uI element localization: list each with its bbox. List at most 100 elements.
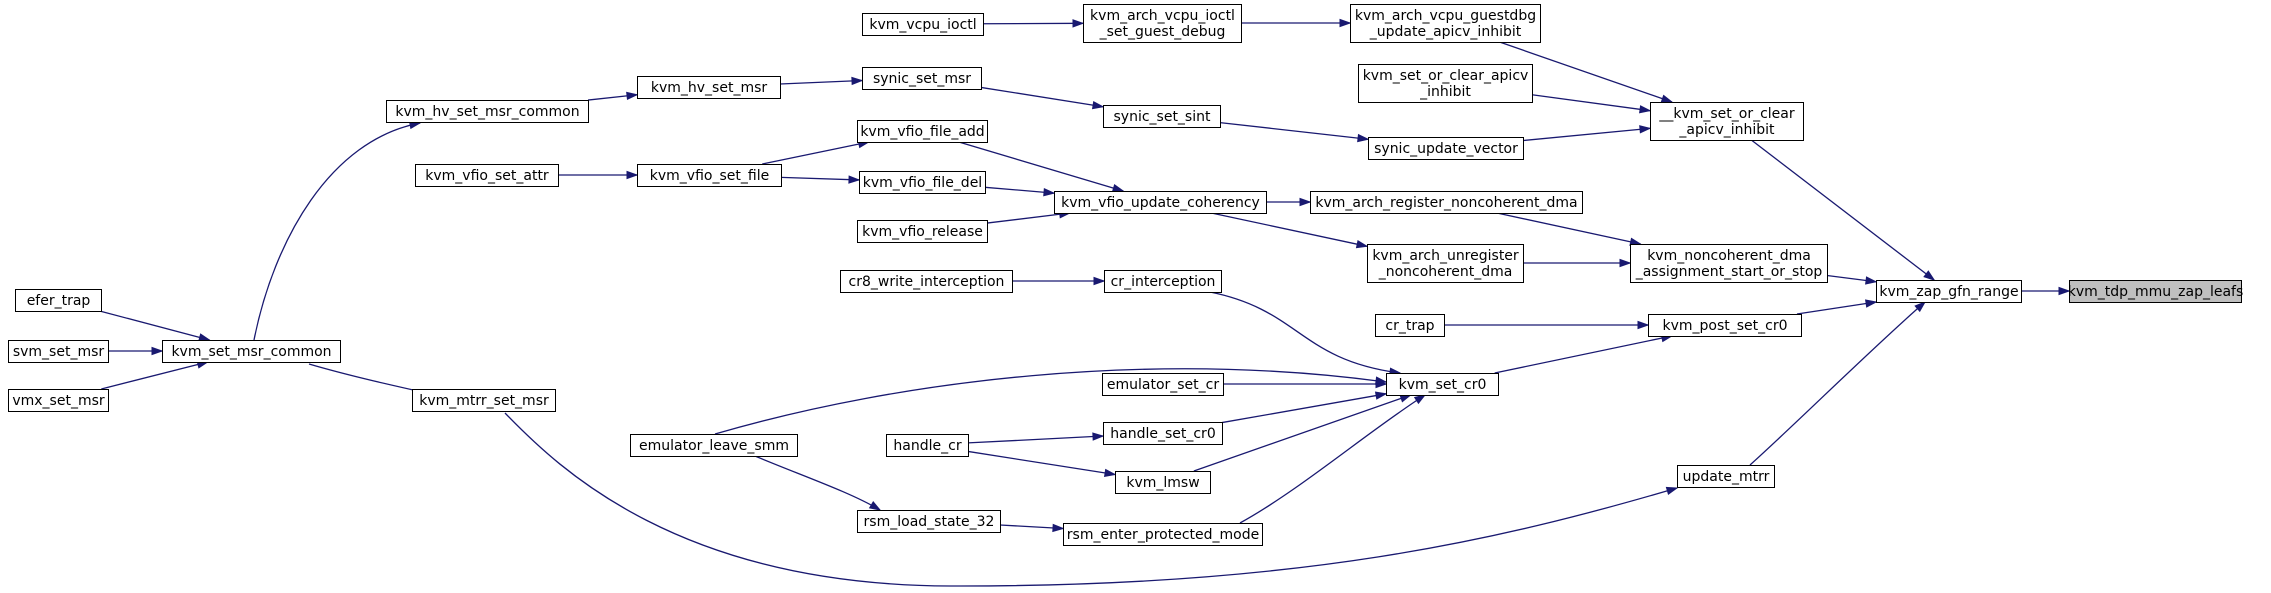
- edge-vfio_update_coherency-to-register_nc: [1266, 197, 1312, 207]
- node-handle_cr[interactable]: handle_cr: [886, 434, 969, 457]
- node-noncoherent[interactable]: kvm_noncoherent_dma_assignment_start_or_…: [1630, 244, 1828, 283]
- edge-hv_set_msr_common-to-hv_set_msr: [587, 91, 639, 101]
- node-box: [886, 434, 969, 457]
- node-box: [1648, 314, 1802, 337]
- node-box: [386, 100, 589, 123]
- edge-svm_set_msr-to-set_msr_common: [108, 346, 164, 356]
- node-synic_set_sint[interactable]: synic_set_sint: [1103, 105, 1221, 128]
- edge-set_or_clear_inhibit-to-zap_gfn: [1750, 139, 1936, 281]
- node-label: rsm_enter_protected_mode: [1067, 527, 1259, 543]
- node-label: kvm_arch_vcpu_guestdbg: [1355, 8, 1536, 24]
- node-label: cr_interception: [1111, 274, 1216, 290]
- node-box: [637, 164, 782, 187]
- node-emulator_leave_smm[interactable]: emulator_leave_smm: [630, 434, 798, 457]
- node-label: handle_set_cr0: [1110, 426, 1215, 442]
- node-cr_trap[interactable]: cr_trap: [1375, 314, 1445, 337]
- node-box: [1677, 465, 1775, 488]
- node-rsm_load_state_32[interactable]: rsm_load_state_32: [857, 510, 1001, 533]
- node-svm_set_msr[interactable]: svm_set_msr: [8, 340, 109, 363]
- node-box: [630, 434, 798, 457]
- node-label: kvm_vfio_release: [862, 224, 983, 240]
- node-label: _set_guest_debug: [1099, 24, 1226, 40]
- node-vfio_set_file[interactable]: kvm_vfio_set_file: [637, 164, 782, 187]
- edge-mtrr_set_msr-to-update_mtrr: [504, 412, 1679, 587]
- node-box: [857, 510, 1001, 533]
- node-box: [1054, 191, 1267, 214]
- edge-emulator_leave_smm-to-rsm_load_state_32: [754, 455, 882, 511]
- node-synic_update_vector[interactable]: synic_update_vector: [1368, 137, 1524, 160]
- node-box: [857, 220, 988, 243]
- node-handle_set_cr0[interactable]: handle_set_cr0: [1103, 422, 1223, 445]
- edge-vfio_set_file-to-vfio_file_del: [780, 175, 861, 184]
- node-box: [1103, 422, 1223, 445]
- node-set_or_clear_inhibit[interactable]: __kvm_set_or_clear_apicv_inhibit: [1650, 102, 1804, 141]
- edge-synic_update_vector-to-set_or_clear_inhibit: [1522, 125, 1652, 142]
- node-label: kvm_vfio_set_attr: [425, 168, 549, 184]
- node-kvm_set_cr0[interactable]: kvm_set_cr0: [1386, 373, 1499, 396]
- node-box: [637, 76, 781, 99]
- edge-rsm_load_state_32-to-rsm_enter_pm: [999, 523, 1065, 533]
- node-set_msr_common[interactable]: kvm_set_msr_common: [162, 340, 341, 363]
- edge-vfio_file_del-to-vfio_update_coherency: [984, 186, 1056, 197]
- node-label: emulator_leave_smm: [639, 438, 789, 454]
- node-vmx_set_msr[interactable]: vmx_set_msr: [8, 389, 109, 412]
- node-label: _update_apicv_inhibit: [1369, 24, 1522, 40]
- edge-synic_set_sint-to-synic_update_vector: [1219, 121, 1370, 143]
- node-hv_set_msr_common[interactable]: kvm_hv_set_msr_common: [386, 100, 589, 123]
- node-emulator_set_cr[interactable]: emulator_set_cr: [1102, 373, 1224, 396]
- edge-handle_cr-to-kvm_lmsw: [967, 450, 1117, 478]
- node-box: [15, 289, 102, 312]
- node-label: kvm_vfio_file_del: [863, 175, 982, 191]
- node-rsm_enter_pm[interactable]: rsm_enter_protected_mode: [1063, 523, 1263, 546]
- node-vfio_release[interactable]: kvm_vfio_release: [857, 220, 988, 243]
- node-box: [1115, 471, 1211, 494]
- node-post_set_cr0[interactable]: kvm_post_set_cr0: [1648, 314, 1802, 337]
- node-vfio_file_add[interactable]: kvm_vfio_file_add: [857, 120, 988, 143]
- node-zap_gfn[interactable]: kvm_zap_gfn_range: [1876, 280, 2022, 303]
- edge-kvm_lmsw-to-kvm_set_cr0: [1193, 394, 1413, 472]
- node-label: kvm_arch_register_noncoherent_dma: [1315, 195, 1577, 211]
- node-label: kvm_tdp_mmu_zap_leafs: [2068, 284, 2244, 300]
- edge-hv_set_msr-to-synic_set_msr: [779, 76, 864, 86]
- node-guestdbg[interactable]: kvm_arch_vcpu_guestdbg_update_apicv_inhi…: [1350, 4, 1541, 43]
- node-vcpu_ioctl[interactable]: kvm_vcpu_ioctl: [862, 13, 984, 36]
- node-label: kvm_set_cr0: [1399, 377, 1487, 393]
- node-label: kvm_hv_set_msr: [651, 80, 768, 96]
- node-label: kvm_arch_vcpu_ioctl: [1090, 8, 1235, 24]
- node-cr_interception[interactable]: cr_interception: [1104, 270, 1222, 293]
- node-label: kvm_hv_set_msr_common: [395, 104, 579, 120]
- edge-vfio_set_file-to-vfio_file_add: [762, 140, 871, 165]
- node-box: [1386, 373, 1499, 396]
- edge-kvm_set_cr0-to-post_set_cr0: [1494, 334, 1674, 374]
- edge-update_mtrr-to-zap_gfn: [1749, 301, 1927, 466]
- node-label: __kvm_set_or_clear: [1658, 106, 1795, 122]
- node-cr8_write[interactable]: cr8_write_interception: [840, 270, 1013, 293]
- edges-layer: [99, 18, 2071, 587]
- node-label: vmx_set_msr: [12, 393, 105, 409]
- node-label: kvm_vfio_set_file: [650, 168, 769, 184]
- node-efer_trap[interactable]: efer_trap: [15, 289, 102, 312]
- edge-unregister_nc-to-noncoherent: [1523, 258, 1632, 268]
- node-box: [1063, 523, 1263, 546]
- node-box: [415, 164, 559, 187]
- node-set_or_clear_apicv[interactable]: kvm_set_or_clear_apicv_inhibit: [1358, 64, 1533, 103]
- edge-emulator_leave_smm-to-kvm_set_cr0: [714, 368, 1388, 435]
- node-vfio_update_coherency[interactable]: kvm_vfio_update_coherency: [1054, 191, 1267, 214]
- node-vfio_set_attr[interactable]: kvm_vfio_set_attr: [415, 164, 559, 187]
- node-update_mtrr[interactable]: update_mtrr: [1677, 465, 1775, 488]
- node-vfio_file_del[interactable]: kvm_vfio_file_del: [859, 171, 986, 194]
- edge-emulator_set_cr-to-kvm_set_cr0: [1223, 379, 1388, 389]
- node-mtrr_set_msr[interactable]: kvm_mtrr_set_msr: [412, 389, 556, 412]
- node-hv_set_msr[interactable]: kvm_hv_set_msr: [637, 76, 781, 99]
- node-tdp[interactable]: kvm_tdp_mmu_zap_leafs: [2068, 280, 2244, 303]
- node-kvm_lmsw[interactable]: kvm_lmsw: [1115, 471, 1211, 494]
- node-ioctl_set_guest_debug[interactable]: kvm_arch_vcpu_ioctl_set_guest_debug: [1083, 4, 1242, 43]
- node-synic_set_msr[interactable]: synic_set_msr: [862, 67, 982, 90]
- node-label: _inhibit: [1419, 84, 1471, 100]
- edge-vmx_set_msr-to-set_msr_common: [101, 360, 210, 390]
- node-label: synic_update_vector: [1374, 141, 1518, 157]
- node-box: [840, 270, 1013, 293]
- node-register_nc[interactable]: kvm_arch_register_noncoherent_dma: [1310, 191, 1583, 214]
- node-box: [412, 389, 556, 412]
- node-unregister_nc[interactable]: kvm_arch_unregister_noncoherent_dma: [1367, 244, 1524, 283]
